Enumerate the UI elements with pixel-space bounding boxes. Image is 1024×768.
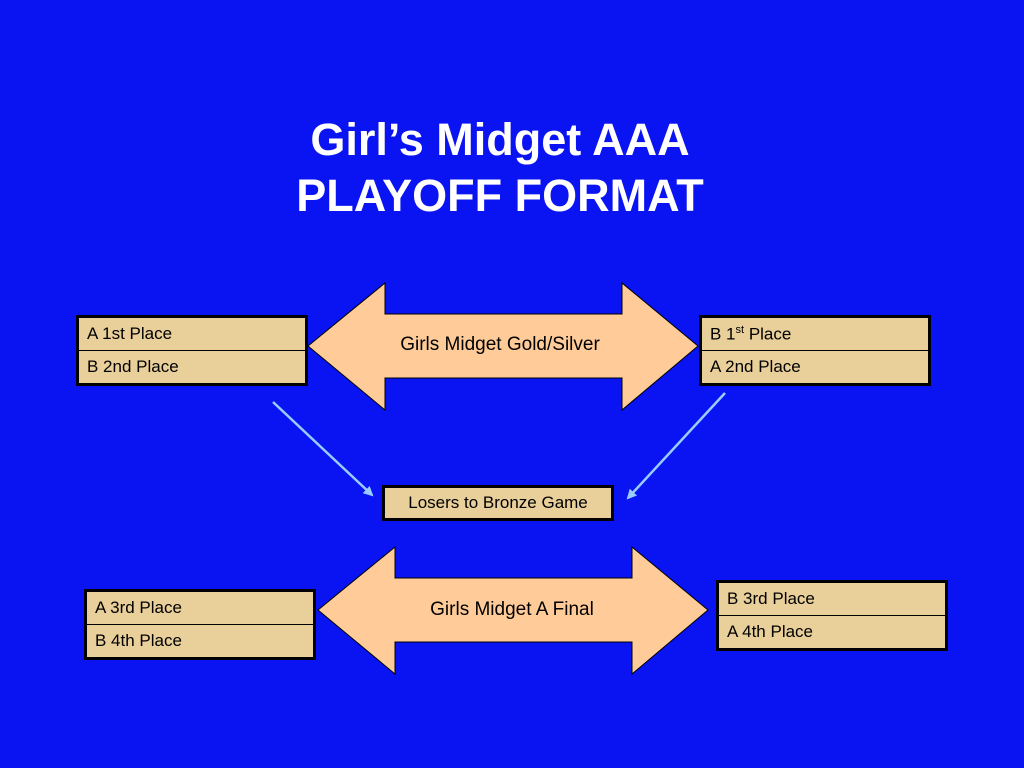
table-row: B 1st Place <box>700 316 930 351</box>
table-row: A 2nd Place <box>700 350 930 385</box>
title-line-2: PLAYOFF FORMAT <box>296 170 704 221</box>
bronze-game-box: Losers to Bronze Game <box>382 485 614 521</box>
seed-cell: B 3rd Place <box>717 581 947 616</box>
a-final-right-seeds: B 3rd Place A 4th Place <box>716 580 948 651</box>
seed-cell: A 4th Place <box>717 615 947 650</box>
table-row: B 2nd Place <box>77 350 307 385</box>
page-title: Girl’s Midget AAA PLAYOFF FORMAT <box>0 112 1000 224</box>
seed-cell: A 3rd Place <box>85 590 315 625</box>
a-final-label: Girls Midget A Final <box>430 599 594 620</box>
seed-ordinal-suffix: st <box>735 323 745 336</box>
left-losers-connector <box>272 401 374 497</box>
a-final-left-seeds: A 3rd Place B 4th Place <box>84 589 316 660</box>
seed-cell: B 1st Place <box>700 316 930 351</box>
table-row: A 3rd Place <box>85 590 315 625</box>
gold-silver-label: Girls Midget Gold/Silver <box>400 334 600 355</box>
gold-silver-right-seeds: B 1st Place A 2nd Place <box>699 315 931 386</box>
right-losers-connector <box>626 392 726 500</box>
seed-cell: B 2nd Place <box>77 350 307 385</box>
seed-cell: A 2nd Place <box>700 350 930 385</box>
seed-prefix: B 1 <box>710 324 736 344</box>
seed-cell: A 1st Place <box>77 316 307 351</box>
table-row: B 3rd Place <box>717 581 947 616</box>
table-row: A 1st Place <box>77 316 307 351</box>
gold-silver-left-seeds: A 1st Place B 2nd Place <box>76 315 308 386</box>
table-row: A 4th Place <box>717 615 947 650</box>
title-line-1: Girl’s Midget AAA <box>310 114 690 165</box>
table-row: B 4th Place <box>85 624 315 659</box>
seed-suffix: Place <box>744 324 792 344</box>
seed-cell: B 4th Place <box>85 624 315 659</box>
